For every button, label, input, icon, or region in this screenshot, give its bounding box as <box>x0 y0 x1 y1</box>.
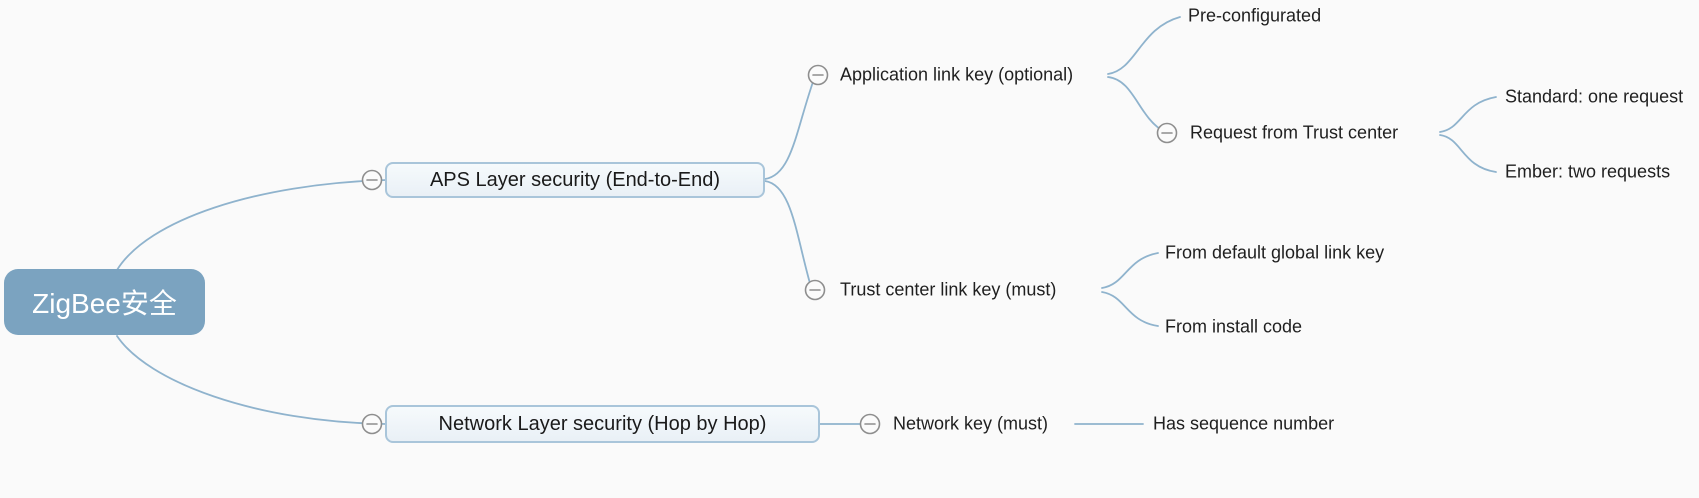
collapse-icon-request-from-trust-center[interactable] <box>1156 122 1178 144</box>
topic-from-install-code[interactable]: From install code <box>1165 316 1303 337</box>
topic-pre-configurated[interactable]: Pre-configurated <box>1188 5 1322 26</box>
topic-network-layer-security-label: Network Layer security (Hop by Hop) <box>438 412 767 435</box>
topic-has-sequence-number[interactable]: Has sequence number <box>1153 413 1335 434</box>
edge-root-aps <box>116 179 387 271</box>
collapse-icon-application-link-key[interactable] <box>807 64 829 86</box>
edge-root-network <box>116 335 387 425</box>
topic-aps-layer-security[interactable]: APS Layer security (End-to-End) <box>385 162 765 198</box>
edge-aps-trust-center-link-key <box>764 180 812 288</box>
collapse-icon-network-key[interactable] <box>859 413 881 435</box>
edge-trust-from-install-code <box>1101 291 1159 327</box>
root-topic-label: ZigBee安全 <box>32 288 177 319</box>
edge-application-pre-configurated <box>1107 16 1181 75</box>
topic-trust-center-link-key[interactable]: Trust center link key (must) <box>840 279 1057 300</box>
topic-request-from-trust-center[interactable]: Request from Trust center <box>1190 122 1399 143</box>
collapse-icon-trust-center-link-key[interactable] <box>804 279 826 301</box>
topic-ember-two-requests[interactable]: Ember: two requests <box>1505 161 1671 182</box>
topic-from-default-global-link-key[interactable]: From default global link key <box>1165 242 1385 263</box>
collapse-icon-aps[interactable] <box>361 169 383 191</box>
edge-request-ember <box>1439 134 1497 173</box>
edge-trust-from-default-global-link-key <box>1101 252 1159 289</box>
root-topic-zigbee-security[interactable]: ZigBee安全 <box>4 269 205 335</box>
topic-aps-layer-security-label: APS Layer security (End-to-End) <box>429 168 721 191</box>
edge-application-request-from-trust-center <box>1107 76 1164 132</box>
edge-request-standard <box>1439 96 1497 133</box>
collapse-icon-network[interactable] <box>361 413 383 435</box>
topic-application-link-key[interactable]: Application link key (optional) <box>840 64 1074 85</box>
topic-standard-one-request[interactable]: Standard: one request <box>1505 86 1684 107</box>
topic-network-key[interactable]: Network key (must) <box>893 413 1049 434</box>
edge-aps-application-link-key <box>764 78 815 180</box>
topic-network-layer-security[interactable]: Network Layer security (Hop by Hop) <box>385 405 820 443</box>
